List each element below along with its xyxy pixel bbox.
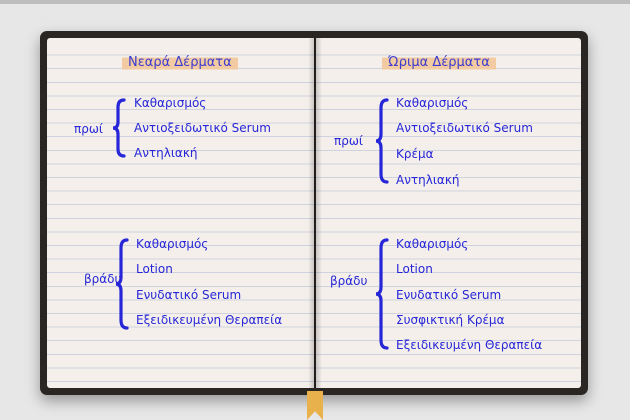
right-evening-step-1: Καθαρισμός — [396, 237, 469, 251]
left-morning-step-2: Αντιοξειδωτικό Serum — [134, 121, 271, 135]
left-evening-step-1: Καθαρισμός — [136, 237, 209, 251]
bookmark-ribbon — [307, 391, 323, 420]
left-evening-step-2: Lotion — [136, 262, 173, 276]
left-evening-label: βράδυ — [84, 272, 122, 286]
left-morning-brace-icon — [112, 98, 126, 158]
left-page-title: Νεαρά Δέρματα — [122, 54, 238, 71]
right-morning-step-4: Αντηλιακή — [396, 173, 460, 187]
right-page-title: Ώριμα Δέρματα — [382, 54, 496, 71]
right-evening-step-5: Εξειδικευμένη Θεραπεία — [396, 338, 543, 352]
right-evening-brace-icon — [375, 238, 389, 350]
right-morning-step-3: Κρέμα — [396, 147, 434, 161]
left-evening-step-3: Ενυδατικό Serum — [136, 288, 242, 302]
left-page — [47, 38, 314, 388]
right-morning-label: πρωί — [334, 134, 363, 148]
right-evening-step-2: Lotion — [396, 262, 433, 276]
left-morning-label: πρωί — [74, 122, 103, 136]
background-strip — [0, 0, 630, 4]
right-morning-step-2: Αντιοξειδωτικό Serum — [396, 121, 533, 135]
right-page — [316, 38, 581, 388]
right-morning-step-1: Καθαρισμός — [396, 96, 469, 110]
left-evening-brace-icon — [115, 238, 129, 330]
left-morning-step-3: Αντηλιακή — [134, 146, 198, 160]
right-evening-step-4: Συσφικτική Κρέμα — [396, 313, 505, 327]
left-morning-step-1: Καθαρισμός — [134, 96, 207, 110]
notebook-spine — [308, 38, 322, 388]
left-evening-step-4: Εξειδικευμένη Θεραπεία — [136, 313, 283, 327]
right-evening-step-3: Ενυδατικό Serum — [396, 288, 502, 302]
right-evening-label: βράδυ — [330, 274, 368, 288]
right-morning-brace-icon — [375, 98, 389, 184]
